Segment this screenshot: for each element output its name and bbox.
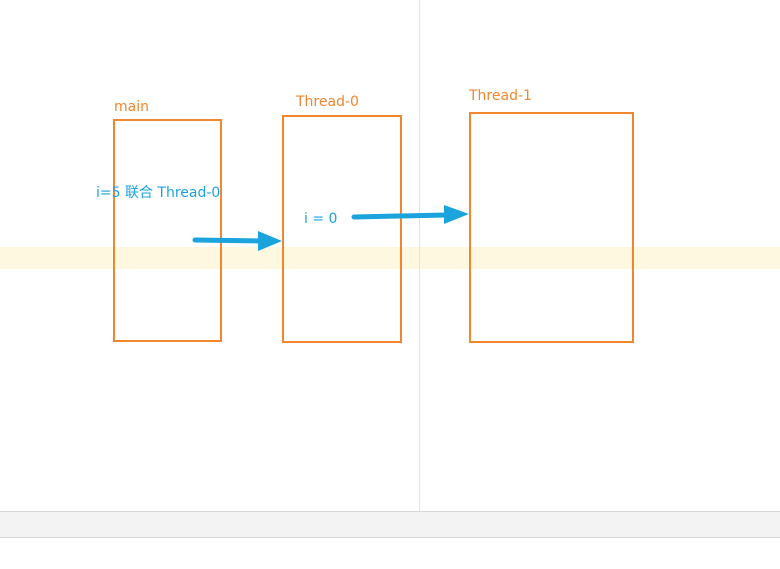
main-thread-box[interactable] (113, 119, 222, 342)
main-join-note: i=5 联合 Thread-0 (96, 185, 221, 201)
thread0-box[interactable] (282, 115, 402, 343)
highlight-band (0, 247, 780, 269)
main-box-label: main (114, 99, 149, 115)
thread0-counter-note: i = 0 (304, 211, 338, 227)
arrow-main-to-thread0 (192, 231, 282, 251)
vertical-divider (419, 0, 420, 511)
thread0-box-label: Thread-0 (296, 94, 359, 110)
thread1-box-label: Thread-1 (469, 88, 532, 104)
thread1-box[interactable] (469, 112, 634, 343)
bottom-scrollbar-area[interactable] (0, 511, 780, 538)
arrow-thread0-to-thread1 (351, 205, 469, 224)
